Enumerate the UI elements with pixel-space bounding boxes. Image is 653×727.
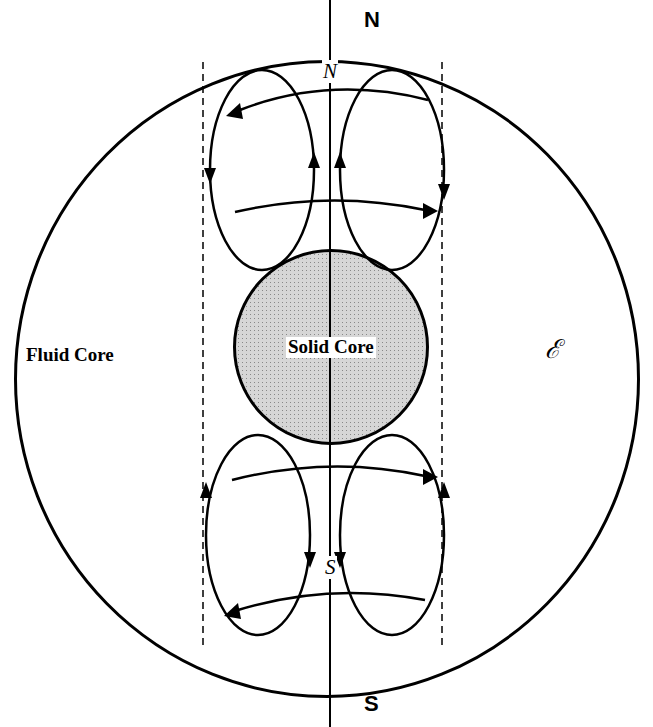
pole-label: N [364, 8, 380, 32]
convection-cell [206, 435, 310, 635]
tangent-cylinder [202, 62, 204, 645]
arrowhead [224, 603, 241, 619]
arrowhead [204, 168, 216, 184]
layer-name: Fluid Core [26, 345, 114, 366]
region-symbol: ℰ [545, 336, 561, 365]
arrowhead [438, 184, 450, 200]
magnetic-pole-label: N [322, 60, 338, 83]
convection-cell [340, 435, 444, 635]
arrowhead [334, 552, 346, 568]
rotation-axis [329, 0, 331, 727]
fluid-core-circle: Fluid Core ℰ Solid Core [14, 60, 640, 698]
layer-name: Solid Core [286, 337, 376, 358]
solid-core-circle: Solid Core [233, 249, 429, 445]
flow-arc [240, 90, 428, 110]
arrowhead [304, 552, 316, 568]
convection-cell [340, 70, 444, 270]
arrowhead [438, 482, 450, 498]
pole-label: S [364, 692, 379, 716]
tangent-cylinder [441, 62, 443, 645]
convection-cell [210, 70, 314, 270]
arrowhead [308, 152, 320, 168]
arrowhead [423, 469, 438, 485]
arrowhead [423, 203, 438, 219]
arrowhead [226, 103, 243, 119]
flow-arc [238, 593, 425, 610]
flow-arc [232, 466, 425, 480]
arrowhead [200, 482, 212, 498]
flow-arc [235, 200, 425, 212]
arrowhead [334, 152, 346, 168]
magnetic-pole-label: S [324, 556, 337, 579]
